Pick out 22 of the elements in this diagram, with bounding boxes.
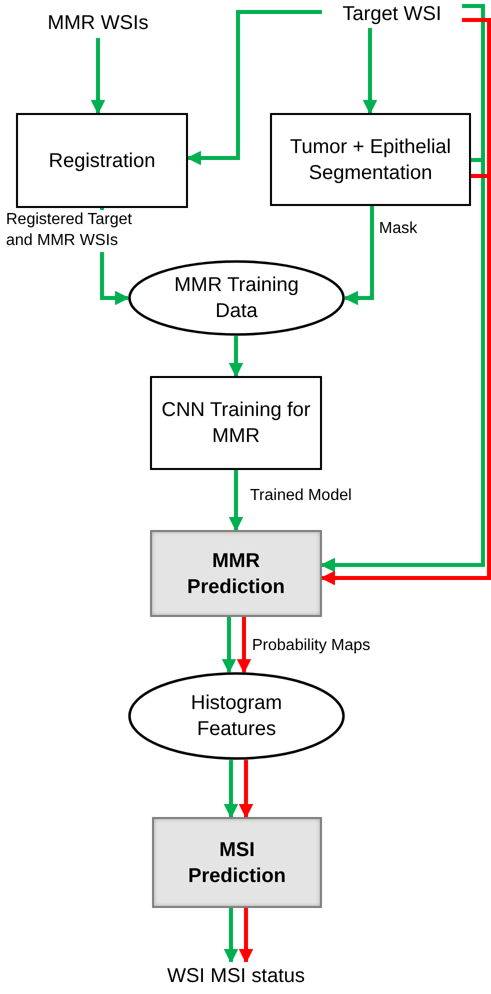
node-label: MMR Training Data [173, 273, 300, 324]
process-box: CNN Training for MMR [150, 376, 322, 470]
arrow [236, 617, 252, 674]
arrow [238, 908, 254, 964]
arrow [90, 38, 106, 114]
arrow [224, 908, 238, 964]
node-label: Histogram Features [190, 691, 284, 742]
process-box: Registration [16, 113, 188, 208]
edge-label: Trained Model [250, 486, 352, 506]
arrow [186, 10, 322, 166]
arrow [344, 206, 374, 306]
arrow [228, 336, 244, 378]
arrow [222, 617, 236, 674]
arrow [224, 760, 238, 818]
arrow [362, 28, 378, 114]
arrow [238, 760, 254, 818]
edge-label: Mask [379, 219, 418, 239]
process-box: Tumor + Epithelial Segmentation [270, 113, 471, 206]
process-box: MMR Prediction [150, 530, 322, 617]
process-box: MSI Prediction [152, 817, 322, 908]
edge-label: Probability Maps [252, 636, 370, 656]
arrow [228, 470, 244, 532]
